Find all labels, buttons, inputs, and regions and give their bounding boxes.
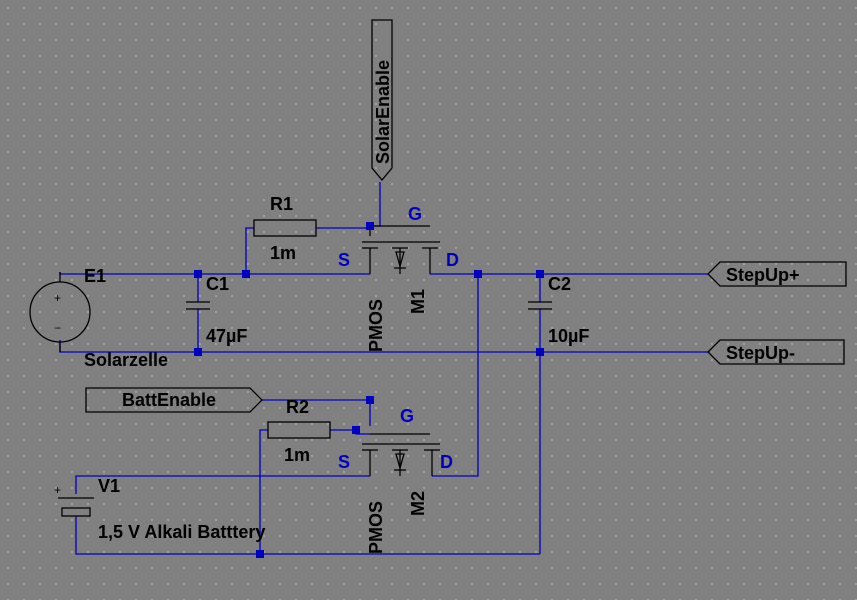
c1-value-label: 47µF (206, 326, 247, 346)
battenable-text: BattEnable (122, 390, 216, 410)
m2-source-pin: S (338, 452, 350, 472)
junction-dot (256, 550, 264, 558)
m2-arrow-icon (395, 453, 405, 471)
m1-source-pin: S (338, 250, 350, 270)
flag-shape (707, 339, 845, 365)
junction-dot (352, 426, 360, 434)
flag-shape (85, 387, 263, 413)
m2-model-label: PMOS (366, 501, 386, 554)
component-r1[interactable]: R1 1m (253, 194, 317, 263)
c2-name-label: C2 (548, 274, 571, 294)
resistor-icon (253, 219, 317, 237)
m1-arrow-icon (395, 251, 405, 269)
component-m2[interactable]: G S D PMOS M2 (338, 406, 453, 554)
junction-dot (536, 270, 544, 278)
stepup-minus-text: StepUp- (726, 343, 795, 363)
m2-drain-pin: D (440, 452, 453, 472)
wire-v1-bottom[interactable] (75, 516, 540, 555)
m1-drain-pin: D (446, 250, 459, 270)
e1-minus-sign: − (54, 321, 61, 335)
m1-gate-pin: G (408, 204, 422, 224)
junction-dot (366, 222, 374, 230)
m2-gate-pin: G (400, 406, 414, 426)
r1-name-label: R1 (270, 194, 293, 214)
junction-dot (536, 348, 544, 356)
net-label-solarenable[interactable]: SolarEnable (371, 19, 393, 182)
v1-value-label: 1,5 V Alkali Batttery (98, 522, 265, 542)
m1-model-label: PMOS (366, 299, 386, 352)
component-e1[interactable]: + − E1 Solarzelle (29, 266, 168, 370)
junction-dot (366, 396, 374, 404)
wire-r2-left[interactable] (259, 429, 268, 554)
v1-name-label: V1 (98, 476, 120, 496)
battery-plate-short (61, 507, 91, 517)
junction-dot (242, 270, 250, 278)
r2-name-label: R2 (286, 397, 309, 417)
c1-name-label: C1 (206, 274, 229, 294)
r2-value-label: 1m (284, 445, 310, 465)
solarenable-text: SolarEnable (373, 60, 393, 164)
flag-shape (707, 261, 847, 287)
m1-name-label: M1 (408, 289, 428, 314)
flag-shape (371, 19, 393, 182)
component-c1[interactable]: C1 47µF (186, 274, 247, 346)
junction-dot (474, 270, 482, 278)
net-label-stepup-minus[interactable]: StepUp- (707, 339, 845, 365)
e1-name-label: E1 (84, 266, 106, 286)
m2-name-label: M2 (408, 491, 428, 516)
net-label-stepup-plus[interactable]: StepUp+ (707, 261, 847, 287)
e1-value-label: Solarzelle (84, 350, 168, 370)
wire-r1-left[interactable] (245, 227, 254, 274)
r1-value-label: 1m (270, 243, 296, 263)
wire-drain-link[interactable] (432, 274, 479, 477)
component-m1[interactable]: G S D PMOS M1 (338, 204, 459, 352)
stepup-plus-text: StepUp+ (726, 265, 800, 285)
c2-value-label: 10µF (548, 326, 589, 346)
junctions (194, 222, 544, 558)
resistor-icon (267, 421, 331, 439)
v1-plus-sign: + (54, 483, 61, 497)
junction-dot (194, 270, 202, 278)
wire-solarenable[interactable] (370, 182, 381, 227)
e1-plus-sign: + (54, 291, 61, 305)
wire-v1-top[interactable] (75, 475, 370, 494)
component-v1[interactable]: + V1 1,5 V Alkali Batttery (54, 476, 265, 542)
junction-dot (194, 348, 202, 356)
component-r2[interactable]: R2 1m (267, 397, 331, 465)
net-label-battenable[interactable]: BattEnable (85, 387, 263, 413)
component-c2[interactable]: C2 10µF (528, 274, 589, 346)
